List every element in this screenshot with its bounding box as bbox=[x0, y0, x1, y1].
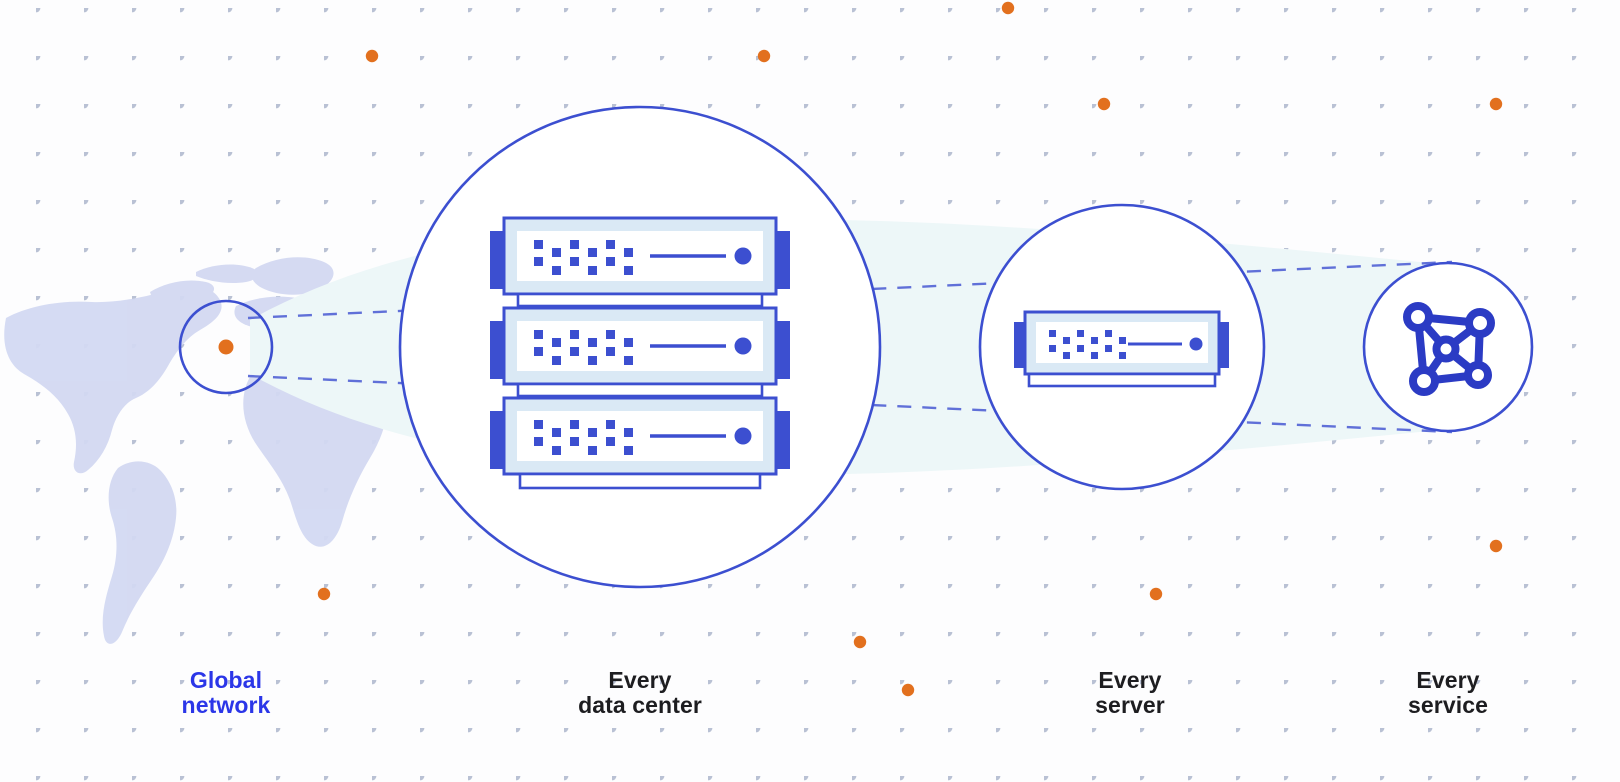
accent-dot bbox=[1489, 539, 1503, 553]
accent-dot bbox=[365, 49, 379, 63]
rack-unit-3-vents bbox=[534, 420, 633, 455]
server-rack bbox=[490, 216, 790, 490]
network-mesh-icon bbox=[1403, 302, 1495, 396]
accent-dot bbox=[853, 635, 867, 649]
server-vents bbox=[1049, 330, 1126, 359]
rack-unit-2-vents bbox=[534, 330, 633, 365]
circle-global-network bbox=[178, 299, 274, 395]
accent-dot bbox=[317, 587, 331, 601]
rack-shelf-1 bbox=[516, 292, 764, 308]
accent-dot bbox=[1149, 587, 1163, 601]
server-base-plinth bbox=[1027, 372, 1217, 388]
mesh-node-top-right bbox=[1465, 308, 1495, 338]
rack-unit-2 bbox=[490, 306, 790, 386]
rack-unit-2-led bbox=[734, 337, 752, 355]
rack-unit-1-vents bbox=[534, 240, 633, 275]
accent-dot bbox=[901, 683, 915, 697]
accent-dot bbox=[1001, 1, 1015, 15]
mesh-node-center bbox=[1432, 335, 1460, 363]
label-data-center: Every data center bbox=[578, 667, 702, 718]
single-server bbox=[1014, 310, 1229, 388]
label-global-network: Global network bbox=[181, 667, 271, 718]
accent-dots bbox=[317, 1, 1503, 697]
server-led bbox=[1189, 337, 1203, 351]
rack-unit-3-led bbox=[734, 427, 752, 445]
rack-unit-3 bbox=[490, 396, 790, 476]
mesh-node-bottom-left bbox=[1409, 366, 1439, 396]
accent-dot bbox=[1097, 97, 1111, 111]
mesh-node-bottom-right bbox=[1464, 361, 1492, 389]
rack-unit-1-led bbox=[734, 247, 752, 265]
label-server: Every server bbox=[1095, 667, 1165, 718]
rack-unit-1 bbox=[490, 216, 790, 296]
label-service: Every service bbox=[1408, 667, 1488, 718]
mesh-node-top-left bbox=[1403, 302, 1433, 332]
accent-dot bbox=[1489, 97, 1503, 111]
rack-base-plinth bbox=[518, 472, 762, 490]
map-marker-dot bbox=[218, 339, 234, 355]
rack-shelf-2 bbox=[516, 382, 764, 398]
accent-dot bbox=[757, 49, 771, 63]
